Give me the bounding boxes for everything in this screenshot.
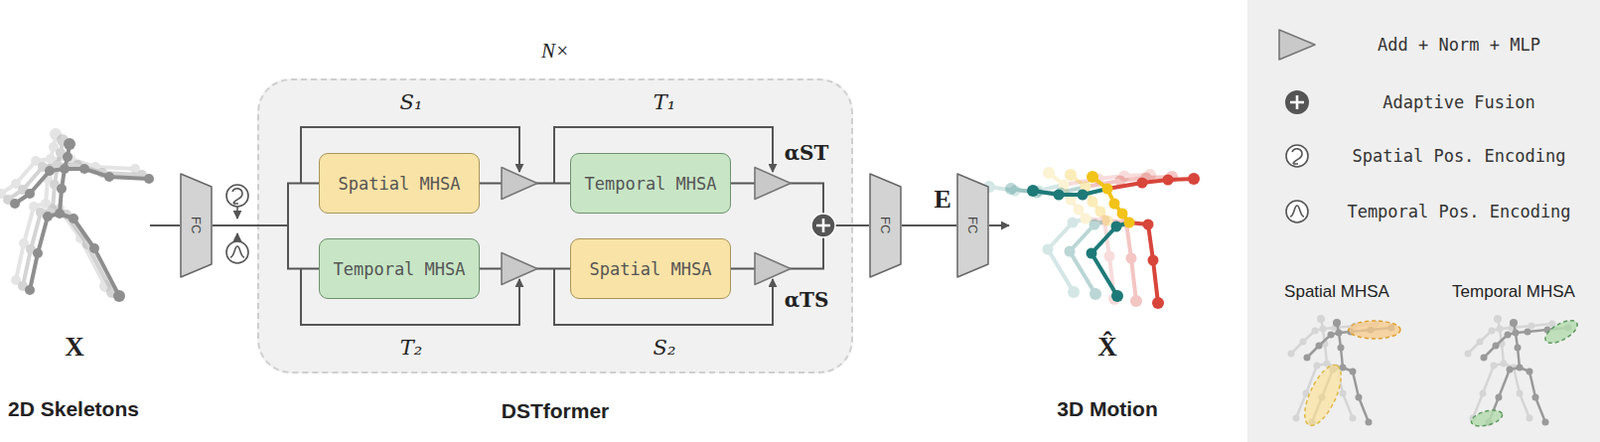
branch-name: S₁ xyxy=(400,90,424,115)
adaptive-fusion xyxy=(816,218,831,233)
spatial-mhsa: Spatial MHSA xyxy=(570,238,731,299)
input-skeletons xyxy=(0,128,154,302)
output-arrow xyxy=(989,224,1010,227)
input-skeletons xyxy=(9,138,154,302)
fc-layer: FC xyxy=(869,172,902,279)
temporal-mhsa-illustration xyxy=(1469,407,1505,430)
input-line xyxy=(149,224,180,227)
positional-encoding xyxy=(236,206,239,219)
adaptive-fusion xyxy=(811,213,836,238)
node-text: DSTformer xyxy=(259,399,852,424)
output-arrow xyxy=(989,224,1010,227)
temporal-mhsa-illustration xyxy=(1541,315,1581,348)
positional-encoding xyxy=(226,184,249,264)
connector xyxy=(730,183,870,227)
legend-icons xyxy=(1290,205,1305,217)
temporal-mhsa: Temporal MHSA xyxy=(318,238,480,299)
node-text: FC xyxy=(877,216,893,234)
add-norm-mlp xyxy=(501,253,538,286)
output-motion xyxy=(983,166,1200,309)
skip-connection xyxy=(554,269,773,326)
output-motion xyxy=(983,166,1157,305)
positional-encoding xyxy=(236,233,239,242)
fusion-weight: αST xyxy=(784,141,830,165)
input-symbol: X xyxy=(64,331,85,363)
illustration-title: Spatial MHSA xyxy=(1284,282,1390,302)
connector xyxy=(901,224,957,227)
legend-text: Spatial Pos. Encoding xyxy=(1352,145,1567,166)
node-text: Temporal MHSA xyxy=(583,173,717,194)
connector xyxy=(730,225,870,270)
legend-icons xyxy=(1279,29,1315,60)
positional-encoding xyxy=(232,188,243,204)
node-text: FC xyxy=(188,216,204,234)
connector xyxy=(212,225,319,270)
skip-connection xyxy=(300,127,520,184)
spatial-mhsa-illustration xyxy=(1297,360,1348,432)
caption: 2D Skeletons xyxy=(7,397,140,422)
connector xyxy=(479,182,571,185)
edge-label: E xyxy=(934,184,952,215)
positional-encoding xyxy=(226,184,249,207)
legend-icons xyxy=(1286,145,1309,223)
output-motion xyxy=(1005,168,1178,307)
fc-trapezoid xyxy=(957,173,989,278)
temporal-mhsa-illustration xyxy=(1464,314,1582,430)
input-skeletons xyxy=(0,128,141,292)
spatial-mhsa-illustration xyxy=(1288,314,1402,431)
add-norm-mlp xyxy=(754,253,791,286)
node-text: Temporal MHSA xyxy=(332,259,465,280)
connector xyxy=(479,268,571,271)
legend-icons xyxy=(1285,90,1310,115)
illustration-title: Temporal MHSA xyxy=(1452,282,1576,302)
branch-name: T₂ xyxy=(400,335,423,360)
skip-connection xyxy=(300,127,773,325)
legend-text: Add + Norm + MLP xyxy=(1377,34,1541,55)
adaptive-fusion xyxy=(811,213,836,238)
add-norm-mlp xyxy=(501,167,538,200)
spatial-mhsa-illustration xyxy=(1288,314,1380,423)
output-symbol: X̂ xyxy=(1097,331,1118,363)
node-text: N× xyxy=(259,38,852,64)
node-text: Spatial MHSA xyxy=(338,173,461,194)
input-skeletons xyxy=(2,134,147,298)
add-norm-mlp xyxy=(501,167,791,286)
positional-encoding xyxy=(230,246,245,258)
output-motion xyxy=(1026,170,1200,309)
legend-icons xyxy=(1290,95,1305,110)
temporal-mhsa-illustration xyxy=(1464,314,1557,423)
legend-icons xyxy=(1292,148,1303,164)
skip-connection xyxy=(300,269,520,326)
legend-icons xyxy=(1286,145,1309,167)
branch-name: T₁ xyxy=(653,90,676,115)
input-line xyxy=(149,224,180,227)
legend-text: Temporal Pos. Encoding xyxy=(1346,201,1571,222)
spatial-mhsa-illustration xyxy=(1348,320,1401,339)
spatial-mhsa-illustration xyxy=(1304,318,1396,427)
node-text: FC xyxy=(965,216,981,234)
legend-panel xyxy=(1247,0,1600,442)
branch-name: S₂ xyxy=(653,335,677,360)
connector xyxy=(212,183,319,227)
legend-text: Adaptive Fusion xyxy=(1382,92,1536,113)
positional-encoding xyxy=(226,241,249,264)
fusion-weight: αTS xyxy=(784,288,830,312)
fc-trapezoid xyxy=(870,173,901,278)
legend-icons xyxy=(1279,29,1315,223)
fc-trapezoid xyxy=(180,173,212,278)
dstformer-block: N×DSTformerSpatial MHSATemporal MHSATemp… xyxy=(257,78,854,374)
skip-connection xyxy=(554,127,773,184)
legend-icons xyxy=(1286,200,1309,223)
temporal-mhsa-illustration xyxy=(1480,318,1573,427)
add-norm-mlp xyxy=(754,167,791,200)
fc-layer: FC xyxy=(956,172,990,279)
node-text: Spatial MHSA xyxy=(589,259,713,280)
caption: 3D Motion xyxy=(1056,397,1158,422)
temporal-mhsa: Temporal MHSA xyxy=(570,152,731,214)
spatial-mhsa: Spatial MHSA xyxy=(318,152,480,214)
fc-layer: FC xyxy=(179,172,213,279)
